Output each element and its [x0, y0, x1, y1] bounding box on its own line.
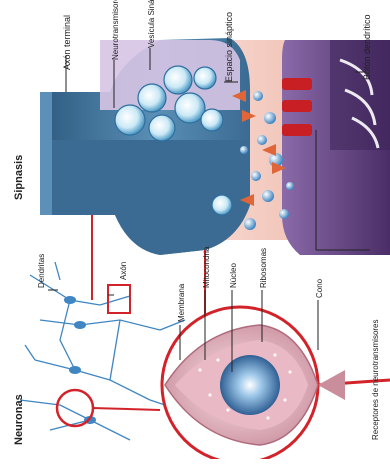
label-synaptic-vesicle: Vesícula Sináptica [147, 0, 156, 48]
label-ribosomes: Ribosomas [259, 248, 268, 288]
label-axon-terminal: Axón terminal [62, 15, 72, 70]
highlight-circle-neuron [57, 390, 93, 426]
label-axon: Axón [119, 262, 128, 280]
label-nucleus: Núcleo [229, 263, 238, 288]
label-membrane: Membrana [177, 283, 186, 322]
label-synaptic-space: Espacio sináptico [224, 12, 234, 82]
label-cone: Cono [315, 278, 324, 298]
section-label-neurons: Neuronas [13, 394, 25, 445]
dendritic-button-shape [282, 40, 390, 255]
label-mitochondria: Mitocondria [202, 246, 211, 288]
receptors-shapes [282, 78, 312, 136]
neuron-cell-bodies [64, 296, 96, 424]
zoom-connector [92, 408, 160, 410]
label-dendritic-button: Botón dendrítico [362, 14, 372, 80]
section-label-synapse: Sipnasis [13, 155, 25, 200]
label-dendrites: Dendritas [37, 254, 46, 288]
label-neurotransmitters: Neurotransmisores [111, 0, 120, 60]
magnified-cell [162, 307, 390, 459]
label-receptors: Receptores de neurotransmisores [371, 319, 380, 440]
